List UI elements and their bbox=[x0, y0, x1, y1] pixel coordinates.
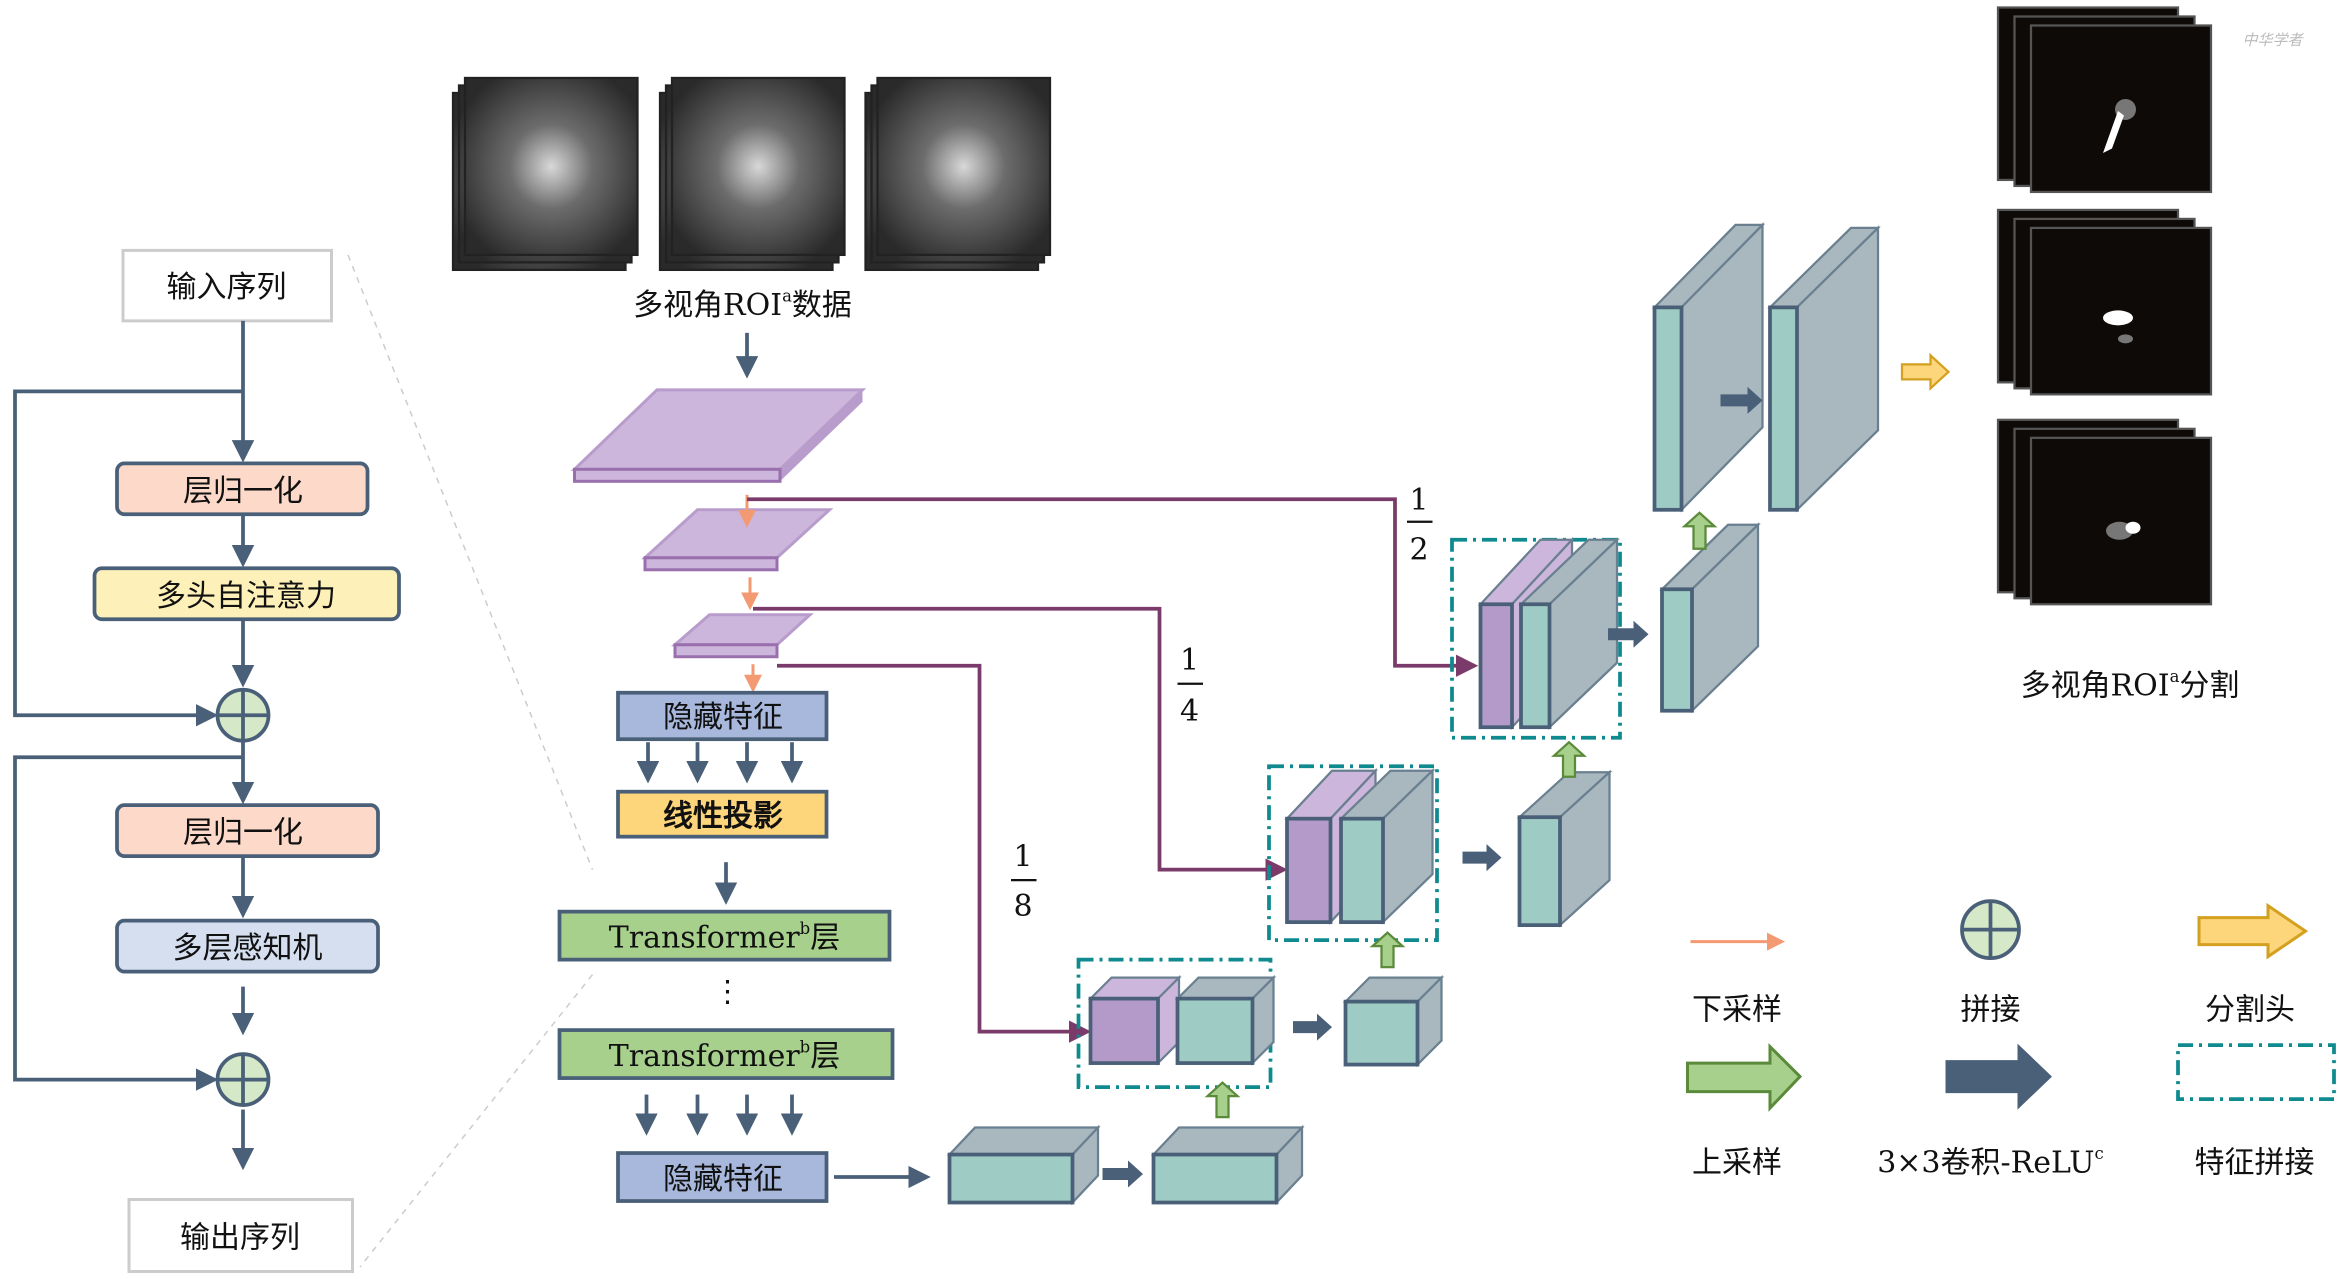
add-icon-2 bbox=[215, 1052, 271, 1107]
conv-arrow-4 bbox=[1608, 620, 1649, 648]
skip-feature-eighth-front bbox=[1088, 996, 1160, 1065]
transformer-layer-box-1 bbox=[557, 909, 892, 962]
full-res-feature-2-front bbox=[1768, 305, 1799, 512]
output-label: 多视角ROIa分割 bbox=[2021, 667, 2240, 703]
token-arrows-2 bbox=[635, 1094, 804, 1136]
ct-image-3 bbox=[876, 76, 1052, 257]
vertical-ellipsis: ⋮ bbox=[713, 975, 743, 1010]
decoder-feature-eighth-front bbox=[1175, 996, 1255, 1065]
output-segmentation-masks bbox=[1996, 6, 2213, 606]
input-sequence-label: 输入序列 bbox=[167, 270, 287, 305]
mask-slice-3 bbox=[2029, 436, 2213, 606]
conv-feature-quarter-front bbox=[1517, 815, 1562, 928]
legend-upsample-label: 上采样 bbox=[1692, 1146, 1782, 1181]
skip-feature-half-front bbox=[1478, 602, 1514, 730]
upsample-arrow-3 bbox=[1551, 740, 1587, 778]
decoder-feature-maps bbox=[946, 222, 1881, 1206]
decoder-feature-quarter-front bbox=[1339, 816, 1385, 925]
output-sequence-box bbox=[127, 1198, 354, 1274]
segmentation-head-arrow bbox=[1900, 352, 1951, 391]
legend: 下采样 拼接 分割头 上采样 3×3卷积-ReLUc 特征拼接 bbox=[1686, 899, 2336, 1181]
input-sequence-box bbox=[121, 248, 333, 323]
feature-concat-regions bbox=[1076, 537, 1622, 1089]
patch-embedding-slabs bbox=[570, 388, 867, 659]
input-data-label: 多视角ROIa数据 bbox=[633, 286, 852, 322]
hidden-features-box-2 bbox=[616, 1151, 829, 1203]
output-sequence-label: 输出序列 bbox=[180, 1221, 300, 1256]
feature-concat-legend-icon bbox=[2176, 1043, 2336, 1101]
bottom-feature-box-2-front bbox=[1151, 1152, 1279, 1205]
legend-seg-head-label: 分割头 bbox=[2205, 993, 2295, 1028]
linear-projection-label: 线性投影 bbox=[663, 799, 783, 834]
legend-feature-concat-label: 特征拼接 bbox=[2195, 1146, 2315, 1181]
svg-text:8: 8 bbox=[1013, 889, 1032, 924]
layer-norm-label-2: 层归一化 bbox=[183, 816, 303, 851]
layer-norm-box-2 bbox=[115, 803, 380, 859]
upsample-legend-icon bbox=[1686, 1042, 1803, 1112]
token-arrows-1 bbox=[636, 742, 804, 784]
mlp-label: 多层感知机 bbox=[173, 931, 323, 966]
transformer-layer-box-2 bbox=[557, 1028, 895, 1080]
multi-head-attention-label: 多头自注意力 bbox=[156, 579, 336, 614]
ct-image-2 bbox=[670, 76, 846, 257]
transformer-layer-label-2: Transformerb层 bbox=[609, 1038, 841, 1074]
svg-text:1: 1 bbox=[1180, 643, 1199, 678]
layer-norm-label-1: 层归一化 bbox=[183, 474, 303, 509]
upsample-arrow-4 bbox=[1681, 511, 1718, 550]
mlp-box bbox=[115, 918, 380, 974]
conv-feature-half-front bbox=[1660, 587, 1694, 713]
svg-text:1: 1 bbox=[1013, 840, 1032, 875]
conv-arrow-1 bbox=[1102, 1160, 1143, 1188]
mask-region bbox=[2103, 310, 2133, 326]
conv-arrow-3 bbox=[1462, 844, 1502, 872]
svg-text:2: 2 bbox=[1409, 532, 1428, 567]
decoder-feature-half-front bbox=[1519, 602, 1552, 730]
upsample-arrow-1 bbox=[1204, 1081, 1241, 1119]
seg-head-legend-icon bbox=[2197, 902, 2309, 960]
mask-region bbox=[2125, 521, 2141, 534]
skip-feature-quarter-front bbox=[1285, 816, 1333, 925]
hidden-features-label-2: 隐藏特征 bbox=[663, 1162, 783, 1197]
mask-region bbox=[2103, 110, 2124, 153]
hidden-features-label-1: 隐藏特征 bbox=[663, 700, 783, 735]
skip-connections bbox=[747, 497, 1479, 1043]
linear-projection-box bbox=[616, 789, 829, 839]
transformer-block-detail: 输入序列 层归一化 多头自注意力 层归一化 多层感知机 输出序列 bbox=[13, 248, 594, 1274]
conv-arrow-5 bbox=[1720, 386, 1763, 414]
bottom-feature-box-1-front bbox=[947, 1152, 1075, 1205]
ct-image-1 bbox=[463, 76, 639, 257]
multi-head-attention-box bbox=[92, 566, 401, 622]
legend-conv-label: 3×3卷积-ReLUc bbox=[1877, 1144, 2104, 1180]
full-res-feature-1-front bbox=[1652, 305, 1684, 512]
conv-legend-icon bbox=[1945, 1043, 2052, 1110]
watermark-logo: 中华学者 bbox=[2243, 31, 2305, 49]
legend-downsample-label: 下采样 bbox=[1692, 993, 1782, 1028]
scale-labels: 1 2 1 4 1 8 bbox=[1011, 483, 1433, 924]
circle-plus-icon bbox=[1960, 899, 2021, 960]
svg-text:1: 1 bbox=[1409, 483, 1428, 518]
svg-text:4: 4 bbox=[1180, 694, 1199, 729]
mask-region bbox=[2118, 334, 2133, 344]
add-icon-1 bbox=[215, 687, 271, 743]
upsample-arrow-2 bbox=[1369, 931, 1406, 969]
legend-concat-label: 拼接 bbox=[1961, 993, 2021, 1028]
transformer-layer-label-1: Transformerb层 bbox=[609, 919, 841, 955]
input-ct-images bbox=[451, 76, 1052, 272]
conv-feature-eighth-front bbox=[1343, 999, 1420, 1067]
zoom-guide-lines bbox=[347, 254, 594, 1268]
conv-arrow-2 bbox=[1293, 1013, 1332, 1041]
decoder-arrows bbox=[1102, 352, 1951, 1188]
hidden-features-box-1 bbox=[616, 690, 829, 742]
